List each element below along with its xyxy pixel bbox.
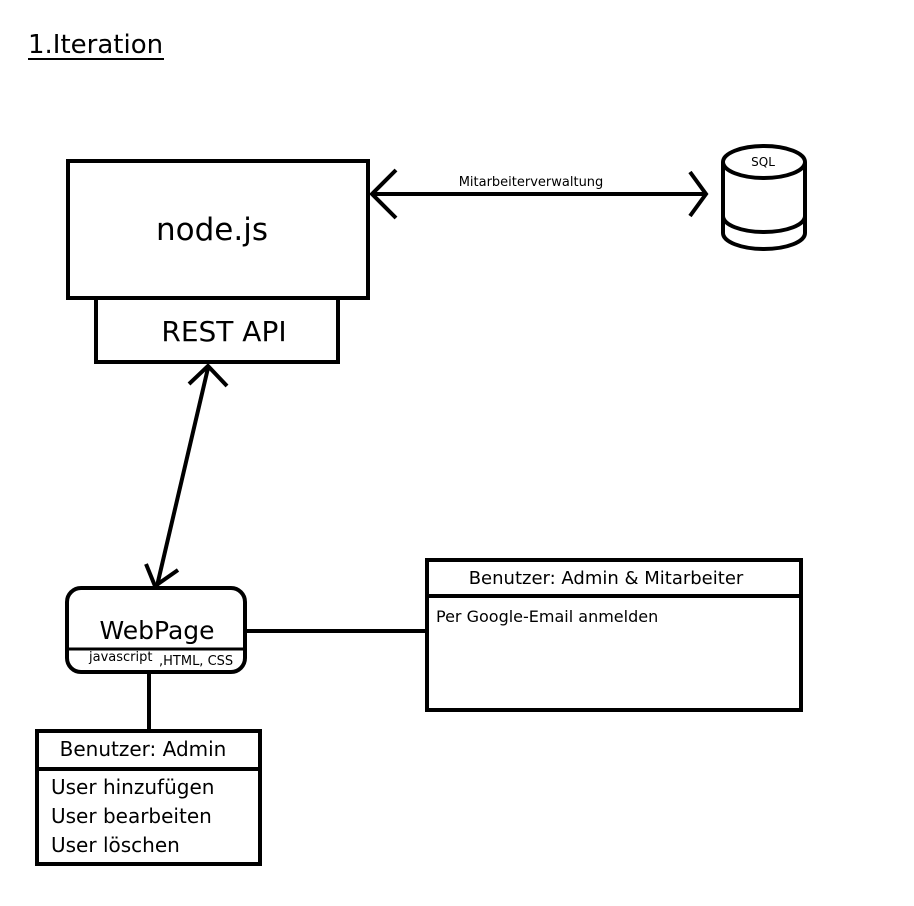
admin-box-title: Benutzer: Admin: [60, 737, 227, 761]
webpage-tech-left: javascript: [88, 650, 152, 665]
sql-database-icon: SQL: [721, 144, 807, 251]
database-label: SQL: [751, 155, 775, 169]
webpage-tech-right: ,HTML, CSS: [159, 654, 233, 669]
connection-label: Mitarbeiterverwaltung: [459, 175, 604, 190]
diagram-title: 1.Iteration: [28, 30, 163, 60]
rest-api-label: REST API: [161, 315, 286, 348]
user-role-box: Benutzer: Admin & Mitarbeiter Per Google…: [425, 558, 803, 712]
user-box-item: Per Google-Email anmelden: [436, 607, 658, 626]
user-box-title: Benutzer: Admin & Mitarbeiter: [469, 568, 744, 589]
admin-role-box: Benutzer: Admin User hinzufügen User bea…: [35, 729, 262, 866]
rest-api-box: REST API: [94, 296, 340, 364]
webpage-box: WebPage javascript ,HTML, CSS: [65, 586, 247, 674]
api-webpage-connection: [144, 363, 229, 590]
webpage-name: WebPage: [99, 616, 214, 645]
admin-box-item: User hinzufügen: [51, 775, 214, 799]
server-name: node.js: [156, 212, 268, 248]
server-db-connection: Mitarbeiterverwaltung: [369, 168, 709, 220]
admin-box-item: User bearbeiten: [51, 804, 212, 828]
nodejs-server-box: node.js: [66, 159, 370, 300]
admin-box-item: User löschen: [51, 833, 180, 857]
